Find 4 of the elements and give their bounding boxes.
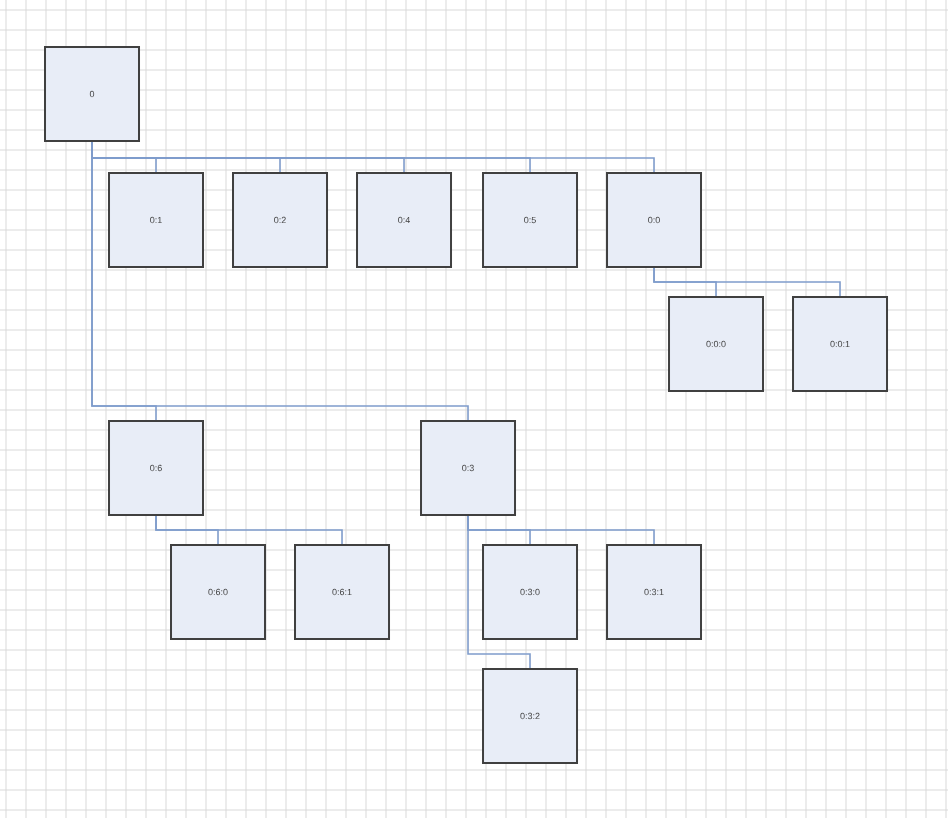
connector-line [653, 267, 841, 297]
connector-line [467, 515, 531, 669]
connector-line [155, 515, 343, 545]
connector-line [91, 141, 469, 421]
